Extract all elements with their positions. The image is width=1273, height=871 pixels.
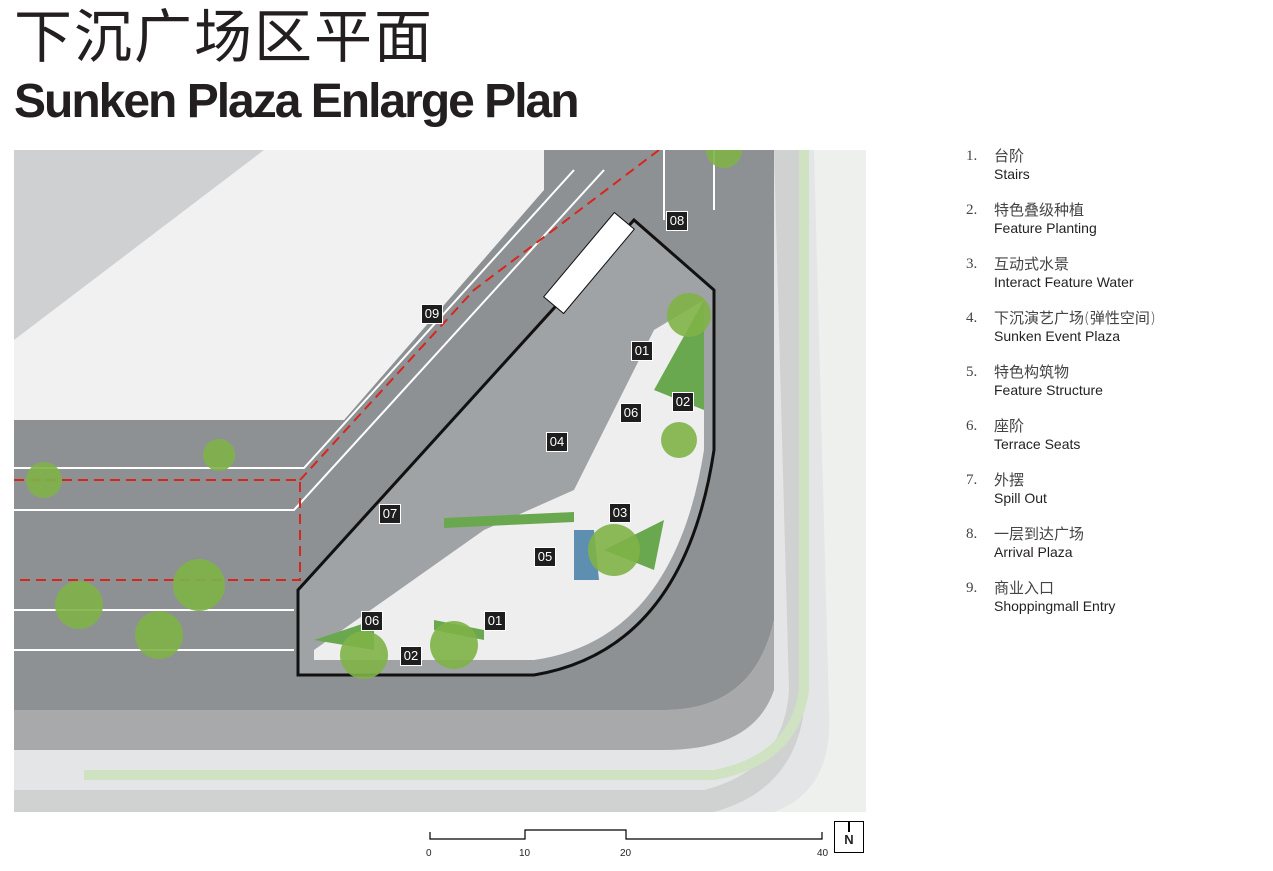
north-arrow-icon — [848, 822, 850, 832]
legend-number: 5. — [966, 364, 978, 380]
legend-label-en: Interact Feature Water — [994, 274, 1134, 290]
legend-label-en: Feature Planting — [994, 220, 1097, 236]
north-label: N — [844, 832, 854, 847]
legend-label-cn: 外摆 — [994, 471, 1025, 489]
legend-label-cn: 互动式水景 — [994, 255, 1070, 273]
marker-02: 02 — [400, 646, 422, 666]
legend-label-en: Feature Structure — [994, 382, 1103, 398]
marker-02: 02 — [672, 392, 694, 412]
marker-01: 01 — [484, 611, 506, 631]
legend-label-cn: 台阶 — [994, 147, 1025, 165]
legend-number: 4. — [966, 310, 978, 326]
north-arrow: N — [834, 821, 864, 853]
legend-label-en: Sunken Event Plaza — [994, 328, 1121, 344]
legend-label-en: Arrival Plaza — [994, 544, 1073, 560]
marker-05: 05 — [534, 547, 556, 567]
marker-06: 06 — [361, 611, 383, 631]
legend-label-en: Shoppingmall Entry — [994, 598, 1116, 614]
scale-tick: 10 — [519, 848, 531, 859]
marker-09: 09 — [421, 304, 443, 324]
legend-label-cn: 座阶 — [994, 417, 1025, 435]
legend-label-en: Spill Out — [994, 490, 1047, 506]
marker-07: 07 — [379, 504, 401, 524]
legend-number: 6. — [966, 418, 978, 434]
legend-label-en: Stairs — [994, 166, 1030, 182]
legend-number: 9. — [966, 580, 978, 596]
site-plan: 08 09 01 02 06 04 03 07 05 06 01 02 — [14, 150, 866, 812]
legend-label-cn: 下沉演艺广场(弹性空间) — [994, 309, 1156, 327]
legend-number: 2. — [966, 202, 978, 218]
scale-bar-line — [429, 829, 823, 840]
scale-bar: 0 10 20 40 — [425, 820, 875, 860]
plan-drawing — [14, 150, 866, 812]
title-chinese: 下沉广场区平面 — [14, 3, 435, 71]
legend-label-cn: 商业入口 — [994, 579, 1055, 597]
legend-label-cn: 特色叠级种植 — [994, 201, 1085, 219]
legend-label-cn: 一层到达广场 — [994, 525, 1085, 543]
legend-number: 1. — [966, 148, 978, 164]
legend-label-cn: 特色构筑物 — [994, 363, 1070, 381]
legend-item: 4. 下沉演艺广场(弹性空间)Sunken Event Plaza — [966, 308, 1156, 362]
marker-01: 01 — [631, 341, 653, 361]
legend-number: 3. — [966, 256, 978, 272]
legend-number: 7. — [966, 472, 978, 488]
marker-08: 08 — [666, 211, 688, 231]
scale-tick: 40 — [817, 848, 829, 859]
title-english: Sunken Plaza Enlarge Plan — [14, 75, 580, 128]
marker-06: 06 — [620, 403, 642, 423]
scale-tick: 20 — [620, 848, 632, 859]
legend-label-en: Terrace Seats — [994, 436, 1081, 452]
marker-03: 03 — [609, 503, 631, 523]
marker-04: 04 — [546, 432, 568, 452]
scale-tick: 0 — [426, 848, 432, 859]
legend-number: 8. — [966, 526, 978, 542]
